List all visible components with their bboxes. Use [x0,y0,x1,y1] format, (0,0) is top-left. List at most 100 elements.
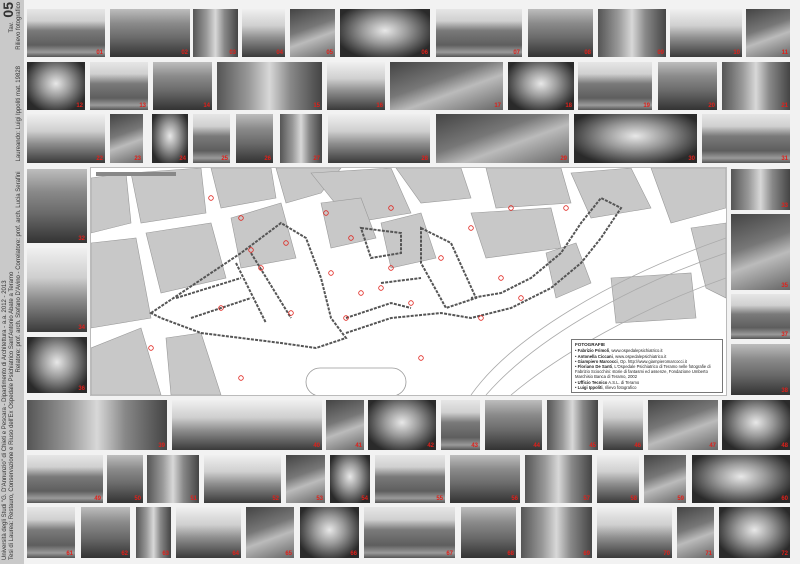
site-map: FOTOGRAFIE • Fabrizio Primoli, www.osped… [90,167,727,396]
photo-location-marker [218,305,224,311]
credit-source: A.S.L. di Teramo [607,379,640,385]
photo-number: 47 [709,443,716,449]
legend-item: • Giampiero Marcocci, Op. http://www.gia… [575,358,687,364]
photo-location-marker [378,285,384,291]
photo-number: 72 [781,551,788,557]
photo-number: 61 [66,551,73,557]
photo-number: 26 [264,156,271,162]
photo-number: 69 [583,551,590,557]
photo-thumbnail: 17 [390,62,503,110]
hospital-plan [175,252,292,324]
university-text: Università degli Studi "G. D'Annunzio" d… [2,280,8,560]
map-block [91,327,162,395]
photo-thumbnail: 02 [110,9,190,57]
photo-thumbnail: 62 [81,507,130,558]
photo-number: 52 [272,496,279,502]
photo-thumbnail: 13 [90,62,148,110]
photo-number: 62 [121,551,128,557]
photo-thumbnail: 26 [236,114,273,163]
photo-number: 42 [427,443,434,449]
photo-thumbnail: 43 [441,400,480,450]
photo-number: 63 [162,551,169,557]
photo-thumbnail: 39 [27,400,167,450]
legend-item: • Fabrizio Primoli, www.ospedalepsichiat… [575,348,663,354]
photo-thumbnail: 58 [597,455,639,503]
photo-thumbnail: 22 [27,114,105,163]
photo-number: 04 [276,50,283,56]
photo-thumbnail: 47 [648,400,718,450]
photo-number: 53 [316,496,323,502]
map-block [130,168,207,224]
photo-thumbnail: 32 [27,169,87,243]
photo-location-marker [238,375,244,381]
photo-location-marker [388,205,394,211]
photo-thumbnail: 24 [152,114,188,163]
photo-thumbnail: 65 [246,507,294,558]
photo-thumbnail: 60 [692,455,790,503]
photo-number: 13 [139,103,146,109]
photo-number: 19 [643,103,650,109]
photo-number: 07 [513,50,520,56]
photo-thumbnail: 41 [326,400,364,450]
map-block [570,168,652,219]
photo-number: 51 [190,496,197,502]
map-drawing [91,168,726,395]
supervisor-text: Relatore: prof. arch. Stefano D'Avino - … [16,171,22,373]
photo-number: 66 [350,551,357,557]
photo-number: 27 [313,156,320,162]
photo-number: 33 [781,203,788,209]
photo-thumbnail: 23 [110,114,143,163]
map-block [380,212,437,269]
photo-thumbnail: 44 [485,400,542,450]
photo-number: 06 [421,50,428,56]
photo-number: 03 [229,50,236,56]
photo-location-marker [358,290,364,296]
photo-number: 35 [781,283,788,289]
photo-number: 18 [565,103,572,109]
table-title: Rilievo fotografico [16,2,22,50]
photo-number: 36 [78,386,85,392]
photo-thumbnail: 30 [574,114,697,163]
map-road [485,252,726,395]
photo-number: 48 [781,443,788,449]
photo-thumbnail: 18 [508,62,574,110]
map-scale-bar [96,172,176,176]
photo-location-marker [478,315,484,321]
photo-number: 23 [134,156,141,162]
photo-number: 01 [96,50,103,56]
photo-number: 16 [376,103,383,109]
legend-title: FOTOGRAFIE [575,342,606,348]
photo-number: 34 [78,325,85,331]
photo-number: 67 [446,551,453,557]
map-block [690,222,726,299]
photo-thumbnail: 50 [107,455,143,503]
credit-source: , rilievo fotografico [602,384,637,390]
photo-thumbnail: 68 [461,507,516,558]
credit-source: , www.ospedalepsichiatrico.it [612,353,667,359]
photo-thumbnail: 67 [364,507,455,558]
photo-thumbnail: 40 [172,400,322,450]
legend-item: • Floriano De Santi, L'Ospedale Psichiat… [575,363,711,380]
photo-number: 68 [507,551,514,557]
photo-location-marker [208,195,214,201]
photo-thumbnail: 56 [450,455,520,503]
credit-name: Luigi Ippoliti [577,384,603,390]
photo-location-marker [288,310,294,316]
photo-location-marker [328,270,334,276]
photo-number: 17 [494,103,501,109]
photo-number: 57 [583,496,590,502]
photo-thumbnail: 25 [193,114,230,163]
photo-number: 05 [326,50,333,56]
credit-name: Giampiero Marcocci [577,358,618,364]
photo-thumbnail: 42 [368,400,436,450]
photo-thumbnail: 27 [280,114,322,163]
photo-number: 24 [179,156,186,162]
hospital-plan [345,196,623,334]
photo-number: 50 [134,496,141,502]
photo-thumbnail: 31 [702,114,790,163]
photo-thumbnail: 06 [340,9,430,57]
map-road [470,237,726,395]
map-block [210,168,277,209]
photo-number: 49 [94,496,101,502]
photo-location-marker [343,315,349,321]
